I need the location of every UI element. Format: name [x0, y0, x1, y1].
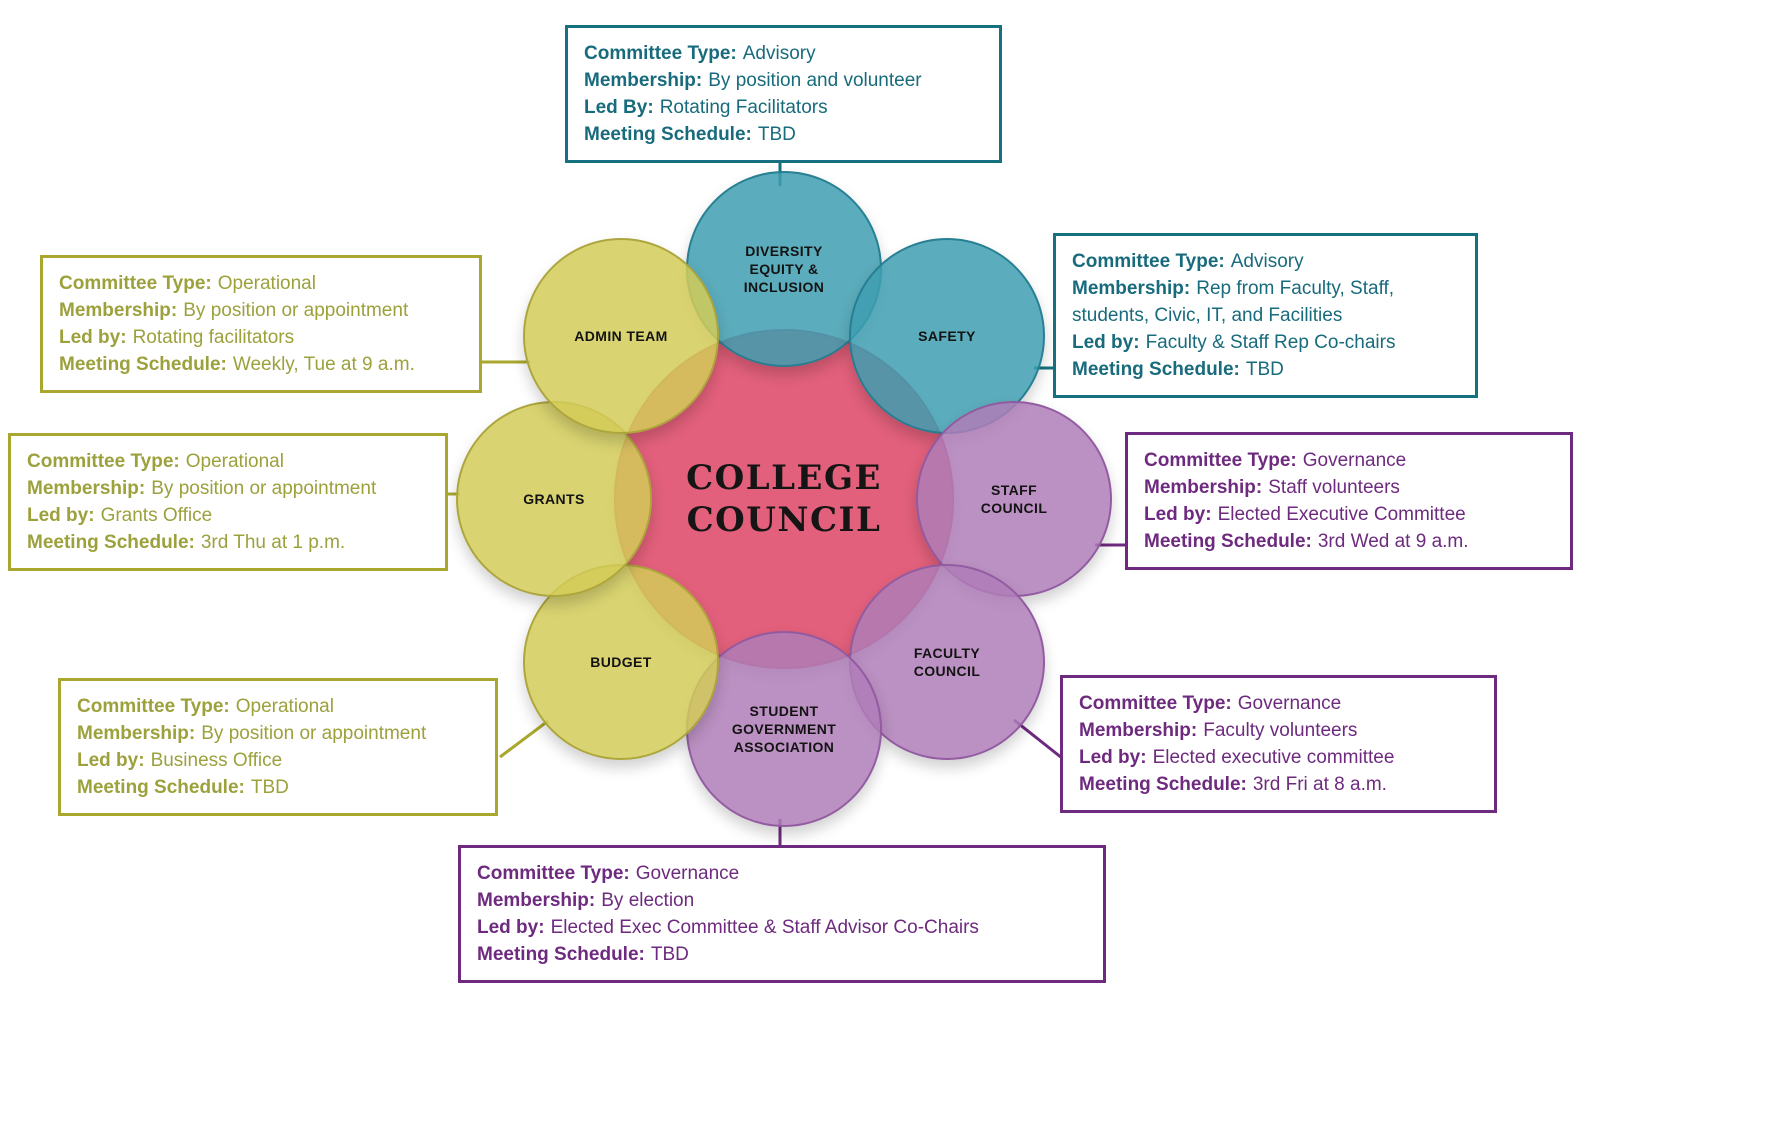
info-row: Led by:Grants Office	[27, 505, 213, 526]
info-row: Membership:By position or appointment	[27, 478, 377, 499]
info-row: Meeting Schedule:TBD	[477, 944, 689, 965]
info-row: Committee Type:Operational	[59, 273, 316, 294]
college-council-label-line2: COUNCIL	[686, 500, 882, 540]
student-government-association-info-box: Committee Type:Governance Membership:By …	[458, 845, 1106, 983]
admin-team-circle: ADMIN TEAM	[523, 238, 719, 434]
safety-info-box: Committee Type:Advisory Membership:Rep f…	[1053, 233, 1478, 398]
budget-info-box: Committee Type:Operational Membership:By…	[58, 678, 498, 816]
info-row: Membership:Staff volunteers	[1144, 477, 1400, 498]
info-row: Led by:Elected Exec Committee & Staff Ad…	[477, 917, 979, 938]
faculty-council-info-box: Committee Type:Governance Membership:Fac…	[1060, 675, 1497, 813]
grants-label: GRANTS	[523, 490, 585, 507]
college-council-label-line1: COLLEGE	[686, 457, 882, 498]
info-row: Committee Type:Advisory	[584, 43, 816, 64]
grants-info-box: Committee Type:Operational Membership:By…	[8, 433, 448, 571]
safety-label: SAFETY	[918, 327, 976, 344]
staff-council-label: STAFF COUNCIL	[980, 481, 1048, 516]
info-row: Committee Type:Operational	[27, 451, 284, 472]
diversity-equity-inclusion-info-box: Committee Type:Advisory Membership:By po…	[565, 25, 1002, 163]
info-row: Membership:Rep from Faculty, Staff, stud…	[1072, 278, 1395, 326]
info-row: Meeting Schedule:TBD	[77, 777, 289, 798]
info-row: Led by:Business Office	[77, 750, 283, 771]
info-row: Meeting Schedule:3rd Fri at 8 a.m.	[1079, 774, 1387, 795]
info-row: Committee Type:Advisory	[1072, 251, 1304, 272]
info-row: Committee Type:Governance	[1144, 450, 1407, 471]
student-government-association-label: STUDENT GOVERNMENT ASSOCIATION	[731, 702, 837, 756]
staff-council-info-box: Committee Type:Governance Membership:Sta…	[1125, 432, 1573, 570]
info-row: Committee Type:Governance	[1079, 693, 1342, 714]
college-council-label: COLLEGE COUNCIL	[686, 457, 882, 542]
admin-team-label: ADMIN TEAM	[574, 327, 668, 344]
connector-budget	[499, 719, 549, 759]
info-row: Meeting Schedule:3rd Wed at 9 a.m.	[1144, 531, 1469, 552]
info-row: Led by:Elected Executive Committee	[1144, 504, 1466, 525]
admin-team-info-box: Committee Type:Operational Membership:By…	[40, 255, 482, 393]
info-row: Membership:By position or appointment	[77, 723, 427, 744]
info-row: Membership:By position and volunteer	[584, 70, 922, 91]
info-row: Led by:Faculty & Staff Rep Co-chairs	[1072, 332, 1396, 353]
info-row: Membership:By position or appointment	[59, 300, 409, 321]
info-row: Membership:Faculty volunteers	[1079, 720, 1358, 741]
info-row: Meeting Schedule:Weekly, Tue at 9 a.m.	[59, 354, 415, 375]
diversity-equity-inclusion-label: DIVERSITY EQUITY & INCLUSION	[743, 242, 825, 296]
info-row: Led by:Rotating facilitators	[59, 327, 295, 348]
info-row: Meeting Schedule:3rd Thu at 1 p.m.	[27, 532, 346, 553]
info-row: Meeting Schedule:TBD	[584, 124, 796, 145]
faculty-council-label: FACULTY COUNCIL	[913, 644, 981, 679]
info-row: Committee Type:Governance	[477, 863, 740, 884]
info-row: Membership:By election	[477, 890, 695, 911]
info-row: Meeting Schedule:TBD	[1072, 359, 1284, 380]
info-row: Committee Type:Operational	[77, 696, 334, 717]
info-row: Led by:Elected executive committee	[1079, 747, 1395, 768]
budget-label: BUDGET	[590, 653, 652, 670]
info-row: Led By:Rotating Facilitators	[584, 97, 828, 118]
connector-faculty	[1013, 718, 1063, 760]
